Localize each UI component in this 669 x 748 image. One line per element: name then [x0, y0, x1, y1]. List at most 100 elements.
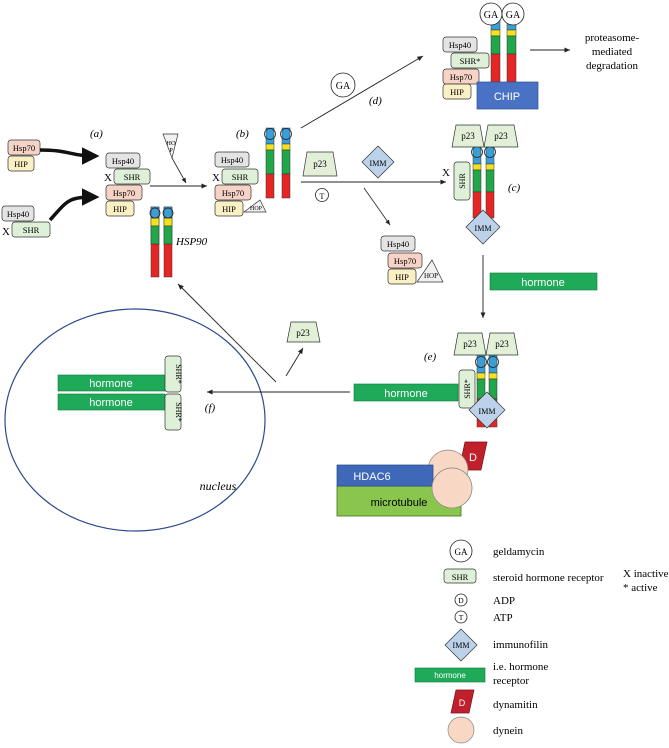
hsp70-box — [387, 252, 423, 269]
step-a-group: (a) Hsp70 HIP Hsp40 X SHR Hsp40 X SHR Hs… — [1, 128, 208, 278]
legend-ga-symbol — [449, 539, 473, 563]
shr-active-box — [164, 355, 182, 393]
legend-imm-symbol-label: IMM — [453, 641, 470, 650]
hsp70-label: Hsp70 — [222, 188, 244, 198]
adp-marker — [149, 207, 161, 219]
hsp90-dimer — [149, 206, 174, 278]
hip-label: HIP — [450, 87, 464, 97]
adp-marker — [264, 128, 276, 140]
atp-label: T — [320, 192, 325, 201]
ga-label: GA — [506, 10, 521, 21]
legend-hormone-symbol-label: hormone — [434, 671, 466, 680]
shr-box — [11, 221, 51, 238]
hop-arrow — [171, 157, 187, 184]
p23-release-arrow — [285, 347, 304, 377]
imm-diamond — [465, 209, 501, 245]
legend-adp-symbol-label: D — [458, 596, 464, 605]
hip-box — [387, 268, 417, 285]
imm-label: IMM — [479, 407, 496, 416]
imm-diamond — [468, 391, 506, 429]
ga-label: GA — [336, 81, 351, 92]
legend-adp-text: ADP — [493, 595, 515, 607]
hip-box — [7, 155, 35, 172]
step-b-group: (b) Hsp40 X SHR Hsp70 HIP HOP — [212, 127, 292, 217]
legend-x-inactive: X inactive — [623, 568, 669, 580]
hormone-label: hormone — [89, 378, 132, 390]
shr-active-label: SHR* — [463, 379, 472, 399]
hop-triangle — [242, 199, 267, 213]
legend-adp-symbol — [454, 593, 468, 607]
p23-shape — [485, 332, 519, 356]
merge-arrow — [39, 147, 100, 165]
x-inactive-mark: X — [104, 172, 112, 184]
imm-diamond — [361, 145, 395, 179]
atp-circle — [315, 188, 329, 202]
degradation-label: degradation — [586, 60, 638, 72]
adp-marker — [162, 207, 174, 219]
p23-shape — [302, 151, 338, 177]
hsp40-box — [1, 205, 35, 222]
hsp40-label: Hsp40 — [221, 155, 243, 165]
hop-label: HO — [166, 140, 176, 147]
hsp70-box — [7, 139, 41, 156]
nucleus-label: nucleus — [200, 479, 237, 493]
legend-shr-symbol — [443, 568, 477, 584]
step-b-to-c: p23 IMM T Hsp40 Hsp70 HIP HOP — [301, 145, 446, 285]
degradation-label: mediated — [592, 46, 633, 58]
hsp70-label: Hsp70 — [13, 143, 35, 153]
shr-box — [453, 161, 471, 201]
microtubule-label: microtubule — [371, 497, 428, 509]
p23-shape — [286, 321, 321, 343]
shr-active-box — [458, 369, 476, 409]
p23-label: p23 — [495, 339, 509, 349]
step-label-e: (e) — [424, 351, 437, 363]
legend-atp-symbol-label: T — [459, 613, 464, 622]
hop-label: P — [169, 147, 173, 154]
shr-active-box — [450, 52, 490, 69]
hdac6-box — [336, 464, 434, 487]
legend-imm-text: immunofilin — [493, 639, 549, 651]
shr-label: SHR — [232, 172, 249, 182]
chip-box — [476, 81, 539, 110]
legend-atp-symbol — [454, 610, 468, 624]
chip-label: CHIP — [494, 91, 520, 103]
shr-active-box — [164, 393, 182, 431]
hsp70-box — [105, 184, 143, 201]
legend-shr-text: steroid hormone receptor — [493, 572, 604, 584]
ga-circle — [330, 72, 356, 98]
p23-label: p23 — [313, 159, 327, 169]
hsp40-box — [380, 235, 416, 252]
step-label-f: (f) — [205, 402, 216, 414]
ga-label: GA — [484, 10, 499, 21]
p23-label: p23 — [296, 328, 310, 338]
legend-dynein-symbol — [447, 716, 475, 744]
p23-label: p23 — [461, 131, 475, 141]
x-inactive-mark: X — [442, 167, 450, 179]
shr-label: SHR — [124, 172, 141, 182]
hormone-label: hormone — [89, 397, 132, 409]
imm-label: IMM — [475, 224, 492, 233]
hsp40-label: Hsp40 — [387, 239, 409, 249]
x-inactive-mark: X — [2, 226, 10, 238]
release-arrow — [363, 187, 391, 226]
imm-label: IMM — [370, 159, 387, 168]
step-c-to-e: hormone — [480, 255, 598, 318]
hip-label: HIP — [113, 204, 127, 214]
dynamitin-label: D — [469, 452, 477, 464]
hip-box — [214, 200, 244, 217]
p23-shape — [483, 124, 519, 148]
nucleus-membrane — [4, 308, 266, 532]
adp-marker — [280, 128, 292, 140]
dynein-circle — [431, 467, 473, 509]
hormone-label: hormone — [521, 277, 564, 289]
legend-hormone-symbol — [414, 667, 486, 683]
shr-active-label: SHR* — [174, 364, 183, 384]
ga-circle — [501, 2, 525, 26]
hop-triangle — [162, 133, 179, 160]
shr-box — [113, 168, 151, 185]
hip-label: HIP — [222, 204, 236, 214]
legend-imm-symbol — [444, 628, 478, 662]
x-inactive-mark: X — [212, 172, 220, 184]
atp-marker — [487, 356, 499, 368]
recycle-arrow — [177, 283, 277, 383]
